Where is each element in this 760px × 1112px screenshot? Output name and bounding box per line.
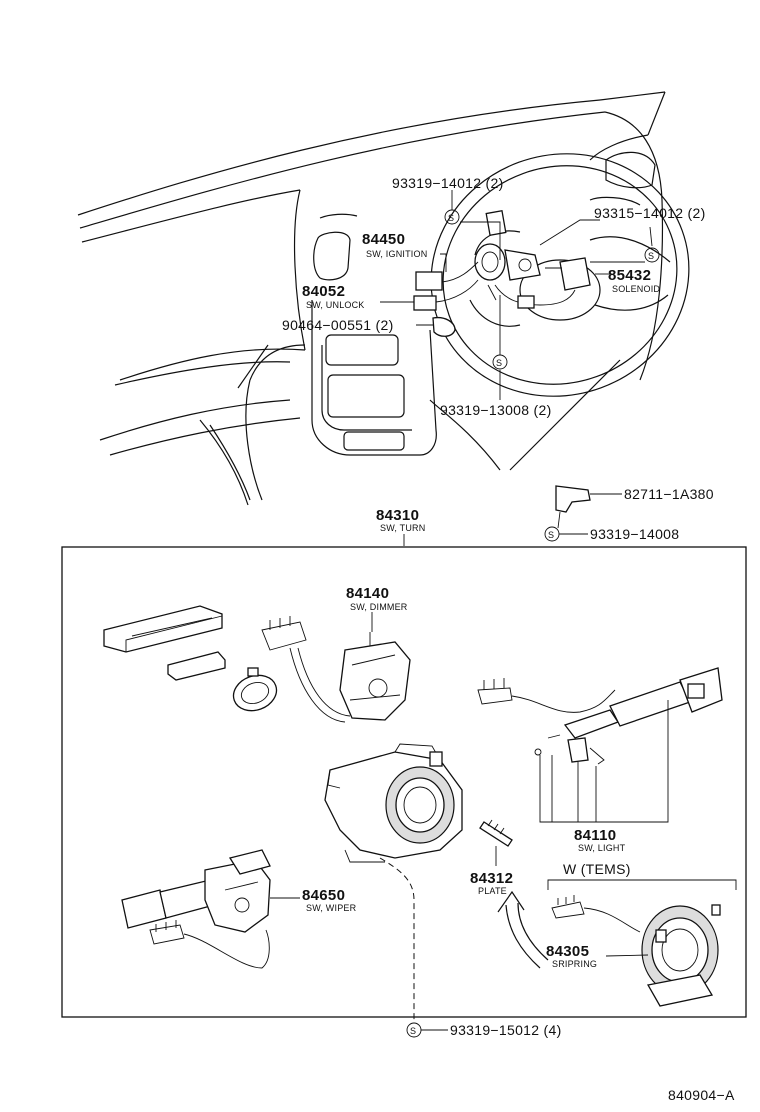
caption-84052: SW, UNLOCK [306,300,365,310]
s-symbol-2: S [644,247,660,263]
wiper-switch [121,849,300,969]
caption-84650: SW, WIPER [306,903,357,913]
s-symbol-text: S [448,213,454,223]
label-93315-14012: 93315−14012 (2) [594,205,706,221]
light-switch [477,667,723,765]
label-93319-14008: 93319−14008 [590,526,679,542]
label-84310: 84310 [376,507,419,524]
label-90464-00551: 90464−00551 (2) [282,317,394,333]
dashed-leader [379,857,415,1022]
caption-84310: SW, TURN [380,523,425,533]
s-symbol-3: S [492,354,508,370]
label-93319-15012: 93319−15012 (4) [450,1022,562,1038]
steering-wheel [430,153,690,397]
turn-switch-box [61,546,747,1018]
bracket-82711 [555,485,622,529]
label-84312: 84312 [470,870,513,887]
label-93319-14012: 93319−14012 (2) [392,175,504,191]
s-symbol-text: S [648,251,654,261]
caption-84140: SW, DIMMER [350,602,408,612]
label-84110: 84110 [574,827,616,844]
caption-84305: SRIPRING [552,959,597,969]
caption-84450: SW, IGNITION [366,249,427,259]
label-84305: 84305 [546,943,589,960]
label-93319-13008: 93319−13008 (2) [440,402,552,418]
ignition-assembly [413,210,591,337]
s-symbol-text: S [410,1026,416,1036]
label-84650: 84650 [302,887,345,904]
label-w-tems: W (TEMS) [563,861,631,877]
caption-84110: SW, LIGHT [578,843,626,853]
connector-block [103,605,278,712]
caption-85432: SOLENOID [612,284,660,294]
s-symbol-5: S [406,1022,448,1038]
label-84052: 84052 [302,283,345,300]
plate-pin [479,819,513,866]
dashboard-outline [77,91,666,506]
s-symbol-text: S [548,530,554,540]
s-symbol-1: S [444,209,460,225]
caption-84312: PLATE [478,886,507,896]
label-84140: 84140 [346,585,389,602]
dimmer-switch [261,616,411,723]
s-symbol-text: S [496,358,502,368]
label-85432: 85432 [608,267,651,284]
label-84450: 84450 [362,231,405,248]
diagram-reference: 840904−A [668,1087,735,1103]
column-housing [324,743,463,863]
assembly-arrow [497,890,549,969]
s-symbol-4: S [544,526,588,542]
label-82711-1A380: 82711−1A380 [624,486,714,502]
spiral-spring [551,895,721,1007]
upper-leaders [380,190,653,400]
